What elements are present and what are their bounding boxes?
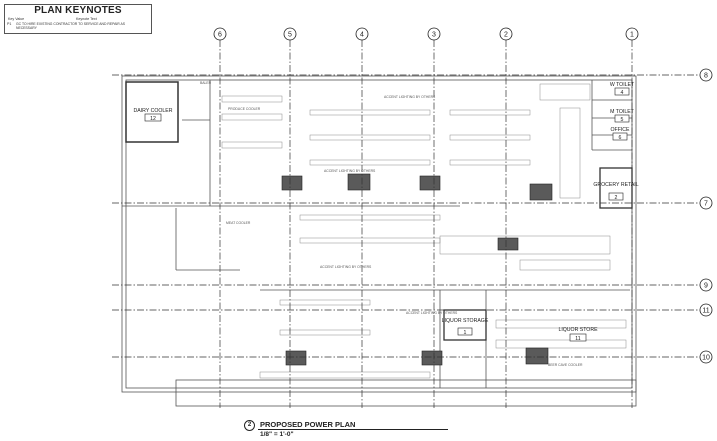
grid-bubble-column-1 [625, 27, 639, 41]
area-labels: BALER PRODUCE COOLER MEAT COOLER BEER CA… [200, 81, 583, 367]
plan-keynotes-table [4, 4, 152, 34]
plan-keynotes-title: PLAN KEYNOTES [34, 5, 122, 16]
room-number-liquor-store: 11 [575, 336, 580, 342]
grid-label-column-2: 2 [504, 32, 508, 39]
grid-label-row-8: 8 [704, 73, 708, 80]
grid-label-row-11: 11 [702, 308, 709, 315]
room-name-w-toilet: W TOILET [610, 82, 635, 88]
room-name-liquor-storage: LIQUOR STORAGE [442, 318, 489, 324]
grid-bubble-column-4 [355, 27, 369, 41]
room-number-w-toilet: 4 [621, 90, 624, 96]
room-name-m-toilet: M TOILET [610, 109, 635, 115]
room-number-liquor-storage: 1 [464, 330, 467, 336]
accent-lighting-note: ACCENT LIGHTING BY OTHERS [384, 95, 436, 99]
grid-label-row-7: 7 [704, 201, 708, 208]
drawing-title: PROPOSED POWER PLAN [260, 420, 356, 429]
shelving-fixtures [221, 83, 627, 379]
grid-label-column-6: 6 [218, 32, 222, 39]
room-number-dairy-cooler: 12 [150, 116, 156, 122]
accent-lighting-note: ACCENT LIGHTING BY OTHERS [320, 265, 372, 269]
equipment-blocks [281, 173, 553, 366]
drawing-scale: 1/8" = 1'-0" [260, 431, 294, 438]
grid-label-row-9: 9 [704, 283, 708, 290]
grid-bubble-column-3 [427, 27, 441, 41]
grid-bubble-row-7 [699, 196, 713, 210]
column-grid: 6 5 4 3 2 1 8 7 9 11 10 [112, 27, 713, 408]
accent-lighting-note: ACCENT LIGHTING BY OTHERS [406, 311, 458, 315]
title-underline [258, 429, 448, 430]
grid-bubble-row-8 [699, 68, 713, 82]
room-number-m-toilet: 5 [621, 117, 624, 123]
grid-label-column-5: 5 [288, 32, 292, 39]
room-name-grocery-retail: GROCERY RETAIL [593, 182, 638, 188]
drawing-title-block: 2 PROPOSED POWER PLAN 1/8" = 1'-0" [244, 419, 448, 441]
grid-bubble-column-6 [213, 27, 227, 41]
grid-bubble-row-11 [699, 303, 713, 317]
accent-lighting-note: ACCENT LIGHTING BY OTHERS [324, 169, 376, 173]
grid-bubble-row-10 [699, 350, 713, 364]
grid-label-column-3: 3 [432, 32, 436, 39]
room-name-dairy-cooler: DAIRY COOLER [133, 108, 172, 114]
keynote-key-header: Key Value [8, 17, 25, 21]
label-beer-cave-cooler: BEER CAVE COOLER [548, 363, 583, 367]
keynote-text: GC TO HIRE EXISTING CONTRACTOR TO SERVIC… [16, 22, 126, 30]
keynote-key: P1 [7, 22, 12, 26]
building-outline [121, 75, 637, 407]
label-meat-cooler: MEAT COOLER [226, 221, 251, 225]
label-produce-cooler: PRODUCE COOLER [228, 107, 261, 111]
room-number-office: 6 [619, 135, 622, 141]
grid-label-column-1: 1 [630, 32, 634, 39]
keynote-text-header: Keynote Text [76, 17, 97, 21]
dairy-cooler-walls [125, 81, 179, 143]
grid-bubble-row-9 [699, 278, 713, 292]
room-number-grocery-retail: 2 [615, 195, 618, 201]
room-name-liquor-store: LIQUOR STORE [558, 327, 598, 333]
room-tags: DAIRY COOLER 12 W TOILET 4 M TOILET 5 OF… [133, 82, 638, 342]
grid-label-column-4: 4 [360, 32, 364, 39]
room-name-office: OFFICE [610, 127, 630, 133]
grid-label-row-10: 10 [702, 355, 710, 362]
grid-bubble-column-2 [499, 27, 513, 41]
drawing-number-bubble: 2 [244, 420, 255, 431]
label-baler: BALER [200, 81, 212, 85]
grid-bubble-column-5 [283, 27, 297, 41]
